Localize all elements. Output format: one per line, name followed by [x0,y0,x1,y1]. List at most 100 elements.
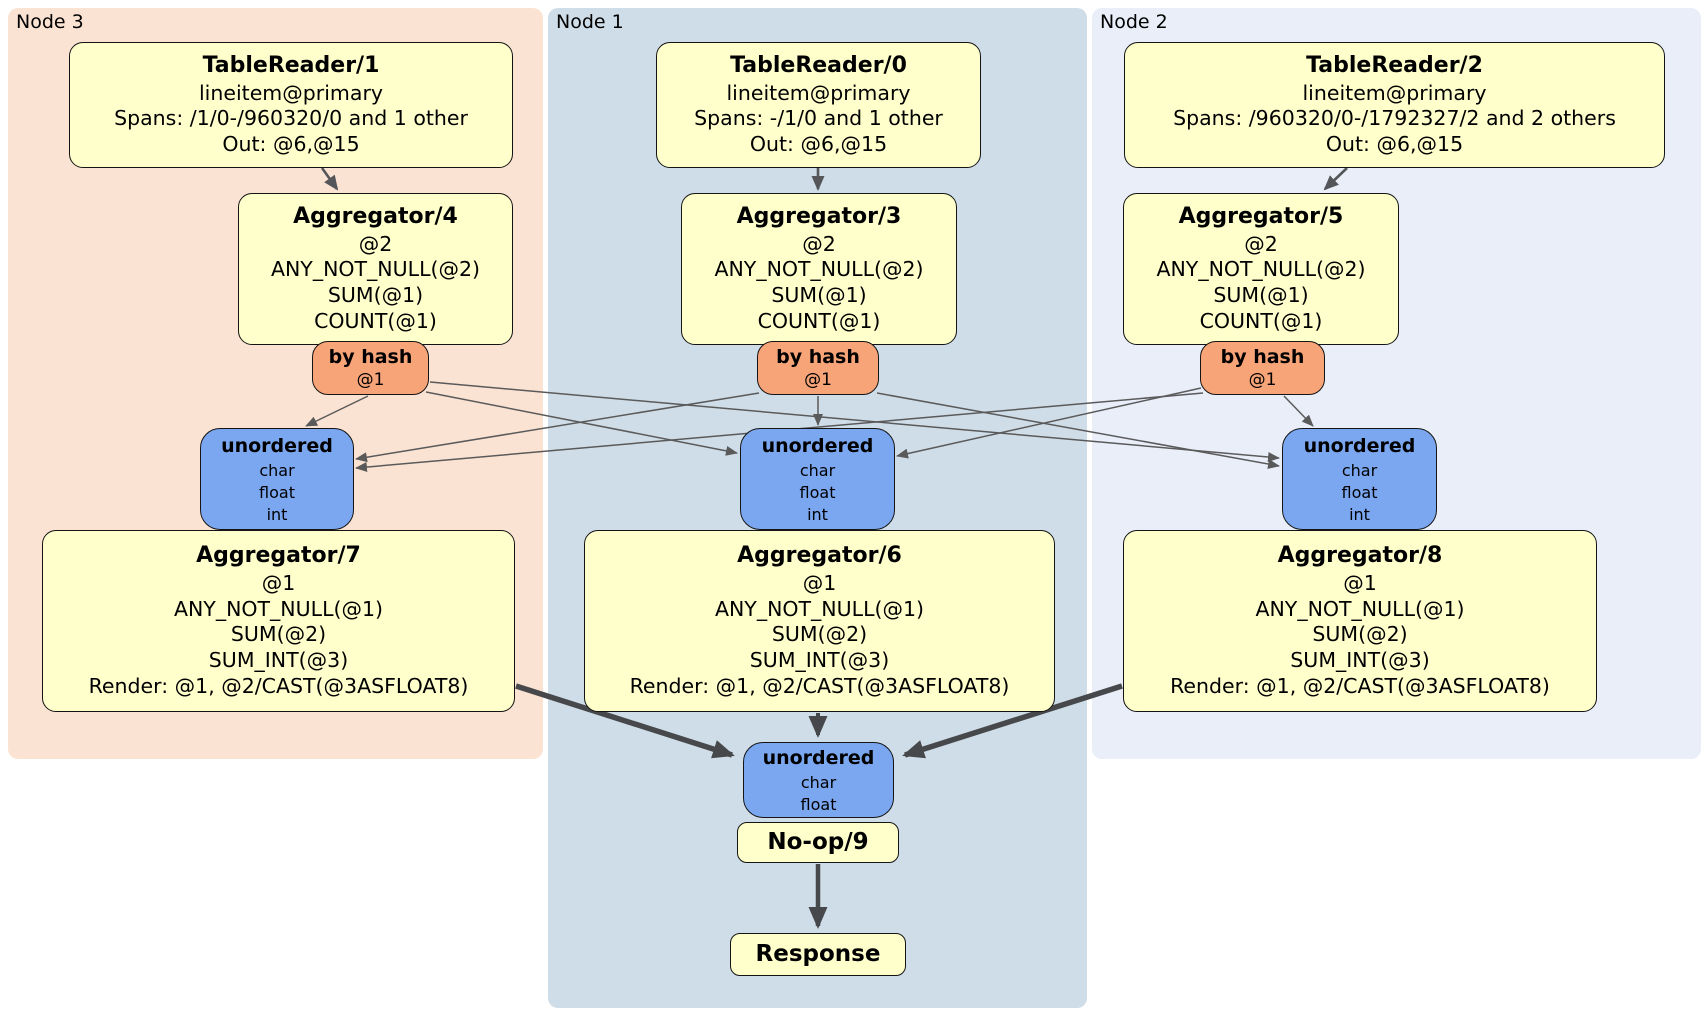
aggregator-3-fn1: ANY_NOT_NULL(@2) [714,257,924,282]
unordered-stream-node3-label: unordered [221,434,333,457]
edge-tr2-agg5 [1323,167,1348,191]
aggregator-6-fn3: SUM_INT(@3) [749,648,890,673]
aggregator-8-groupcols: @1 [1343,570,1377,595]
aggregator-5-box: Aggregator/5 @2 ANY_NOT_NULL(@2) SUM(@1)… [1123,193,1399,345]
tablereader-0-title: TableReader/0 [730,52,907,78]
stream-type-char: char [259,461,295,481]
aggregator-8-fn2: SUM(@2) [1312,622,1408,647]
node3-label: Node 3 [16,11,84,33]
hash-router-node2-key: @1 [1248,369,1277,390]
aggregator-8-fn1: ANY_NOT_NULL(@1) [1255,596,1465,621]
unordered-stream-node2-label: unordered [1303,434,1416,457]
aggregator-3-title: Aggregator/3 [736,204,902,230]
aggregator-3-fn2: SUM(@1) [771,283,867,308]
aggregator-7-render: Render: @1, @2/CAST(@3ASFLOAT8) [88,674,469,699]
aggregator-7-fn3: SUM_INT(@3) [208,648,349,673]
aggregator-6-box: Aggregator/6 @1 ANY_NOT_NULL(@1) SUM(@2)… [584,530,1055,712]
tablereader-2-index: lineitem@primary [1302,80,1487,105]
hash-router-node1-key: @1 [804,369,832,390]
tablereader-1-title: TableReader/1 [202,52,380,78]
tablereader-1-spans: Spans: /1/0-/960320/0 and 1 other [114,106,468,131]
aggregator-5-fn1: ANY_NOT_NULL(@2) [1156,257,1366,282]
stream-type-char: char [800,773,837,793]
aggregator-6-render: Render: @1, @2/CAST(@3ASFLOAT8) [629,674,1010,699]
edge-hash3-un2 [429,381,1280,462]
aggregator-4-box: Aggregator/4 @2 ANY_NOT_NULL(@2) SUM(@1)… [238,193,513,345]
unordered-stream-node1: unordered char float int [740,428,895,530]
tablereader-1-index: lineitem@primary [198,80,384,105]
hash-router-node3-key: @1 [356,369,385,390]
tablereader-2-title: TableReader/2 [1306,52,1483,78]
tablereader-0-spans: Spans: -/1/0 and 1 other [694,106,943,131]
node2-label: Node 2 [1100,11,1168,33]
aggregator-6-groupcols: @1 [802,570,837,595]
aggregator-8-title: Aggregator/8 [1277,543,1443,569]
aggregator-8-box: Aggregator/8 @1 ANY_NOT_NULL(@1) SUM(@2)… [1123,530,1597,712]
aggregator-7-fn2: SUM(@2) [230,622,327,647]
aggregator-6-fn1: ANY_NOT_NULL(@1) [714,596,925,621]
edge-agg8-unfinal [902,683,1123,759]
aggregator-7-box: Aggregator/7 @1 ANY_NOT_NULL(@1) SUM(@2)… [42,530,515,712]
stream-type-char: char [799,461,836,481]
aggregator-7-groupcols: @1 [261,570,296,595]
aggregator-5-fn2: SUM(@1) [1213,283,1309,308]
aggregator-3-box: Aggregator/3 @2 ANY_NOT_NULL(@2) SUM(@1)… [681,193,957,345]
unordered-stream-final: unordered char float [743,742,894,818]
stream-type-char: char [1341,461,1378,481]
aggregator-3-groupcols: @2 [802,231,836,256]
tablereader-2-box: TableReader/2 lineitem@primary Spans: /9… [1124,42,1665,168]
edge-tr1-agg4 [320,167,339,191]
node1-label: Node 1 [556,11,624,33]
stream-type-float: float [800,794,837,814]
tablereader-1-out: Out: @6,@15 [222,132,360,157]
aggregator-8-render: Render: @1, @2/CAST(@3ASFLOAT8) [1170,674,1550,699]
aggregator-4-fn2: SUM(@1) [327,283,424,308]
aggregator-4-title: Aggregator/4 [293,204,458,230]
aggregator-6-title: Aggregator/6 [737,543,902,569]
hash-router-node1-label: by hash [776,345,860,368]
hash-router-node3-label: by hash [328,345,413,368]
tablereader-2-out: Out: @6,@15 [1325,132,1464,157]
edge-hash1-un2 [876,392,1280,469]
noop-box: No-op/9 [737,822,899,863]
noop-title: No-op/9 [767,828,869,855]
aggregator-6-fn2: SUM(@2) [771,622,868,647]
tablereader-0-out: Out: @6,@15 [749,132,888,157]
edge-hash1-un3 [355,392,760,463]
edge-hash2-un1 [896,387,1202,459]
unordered-stream-node2: unordered char float int [1282,428,1437,530]
hash-router-node1: by hash @1 [757,341,879,395]
aggregator-4-groupcols: @2 [358,231,393,256]
stream-type-float: float [259,482,295,502]
aggregator-7-fn1: ANY_NOT_NULL(@1) [173,596,384,621]
response-title: Response [755,940,881,967]
hash-router-node3: by hash @1 [312,341,429,395]
tablereader-0-box: TableReader/0 lineitem@primary Spans: -/… [656,42,981,168]
tablereader-1-box: TableReader/1 lineitem@primary Spans: /1… [69,42,513,168]
response-box: Response [730,933,906,976]
edge-hash3-un3 [305,395,369,427]
aggregator-8-fn3: SUM_INT(@3) [1290,648,1430,673]
aggregator-7-title: Aggregator/7 [196,543,361,569]
unordered-stream-node1-label: unordered [761,434,874,457]
stream-type-float: float [1341,482,1378,502]
aggregator-5-title: Aggregator/5 [1178,204,1344,230]
tablereader-0-index: lineitem@primary [726,80,911,105]
stream-type-float: float [799,482,836,502]
aggregator-5-groupcols: @2 [1244,231,1278,256]
aggregator-5-fn3: COUNT(@1) [1199,309,1323,334]
unordered-stream-node3: unordered char float int [200,428,354,530]
edge-hash2-un2 [1283,395,1314,427]
unordered-stream-final-label: unordered [762,746,875,769]
aggregator-4-fn3: COUNT(@1) [314,309,437,334]
aggregator-4-fn1: ANY_NOT_NULL(@2) [270,257,481,282]
hash-router-node2: by hash @1 [1200,341,1325,395]
stream-type-int: int [807,504,828,524]
stream-type-int: int [266,504,288,524]
aggregator-3-fn3: COUNT(@1) [757,309,881,334]
hash-router-node2-label: by hash [1220,345,1305,368]
edge-agg7-unfinal [515,683,735,759]
tablereader-2-spans: Spans: /960320/0-/1792327/2 and 2 others [1173,106,1616,131]
